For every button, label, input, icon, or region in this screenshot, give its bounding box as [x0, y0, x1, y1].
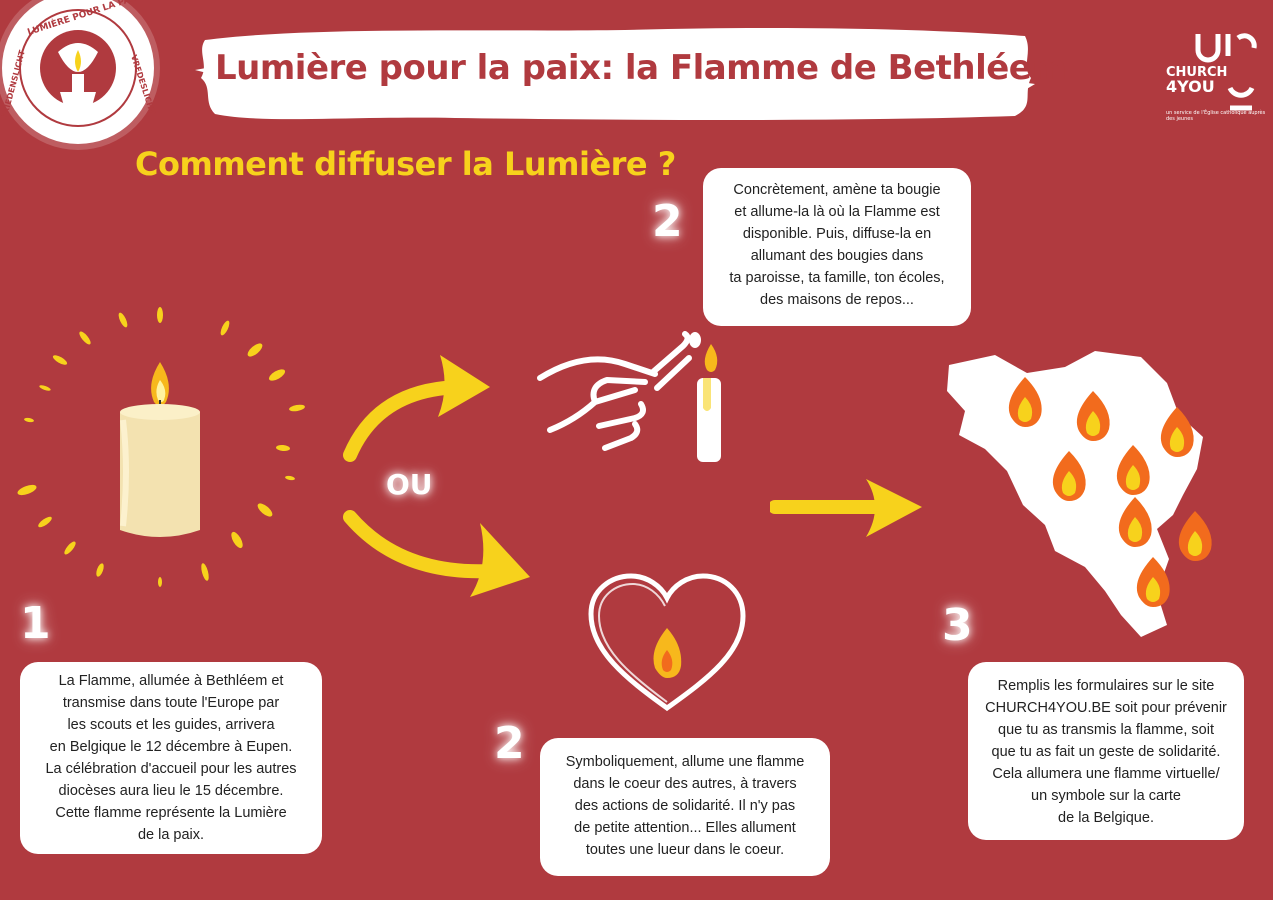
church4you-line1: CHURCH	[1166, 65, 1228, 80]
step-3-box: Remplis les formulaires sur le site CHUR…	[968, 662, 1244, 840]
step-1-box: La Flamme, allumée à Bethléem et transmi…	[20, 662, 322, 854]
step-2a-number: 2	[652, 196, 683, 247]
map-flames	[1008, 377, 1212, 607]
connector-ou: OU	[386, 468, 433, 501]
step-2a-box: Concrètement, amène ta bougie et allume-…	[703, 168, 971, 326]
arrow-icon-down	[343, 510, 530, 597]
step-1-number: 1	[20, 598, 51, 649]
page-subtitle: Comment diffuser la Lumière ?	[135, 145, 676, 183]
church4you-wordmark: CHURCH 4YOU	[1166, 65, 1228, 96]
belgium-map-icon	[947, 351, 1212, 637]
church4you-logo-icon	[1195, 33, 1257, 111]
candle-icon	[17, 307, 305, 587]
step-2b-number: 2	[494, 718, 525, 769]
arrow-icon-right	[770, 479, 922, 537]
arrow-icon-up	[343, 355, 490, 462]
church4you-line2: 4YOU	[1166, 77, 1215, 96]
lumiere-pour-la-paix-logo	[0, 0, 160, 150]
step-3-number: 3	[942, 600, 973, 651]
heart-flame-icon	[588, 573, 746, 712]
hand-lighting-candle-icon	[537, 331, 721, 462]
church4you-tagline: un service de l'Église catholique auprès…	[1166, 110, 1266, 122]
page-title: Lumière pour la paix: la Flamme de Bethl…	[215, 48, 1067, 88]
step-2b-box: Symboliquement, allume une flamme dans l…	[540, 738, 830, 876]
title-brush-banner	[195, 28, 1035, 120]
